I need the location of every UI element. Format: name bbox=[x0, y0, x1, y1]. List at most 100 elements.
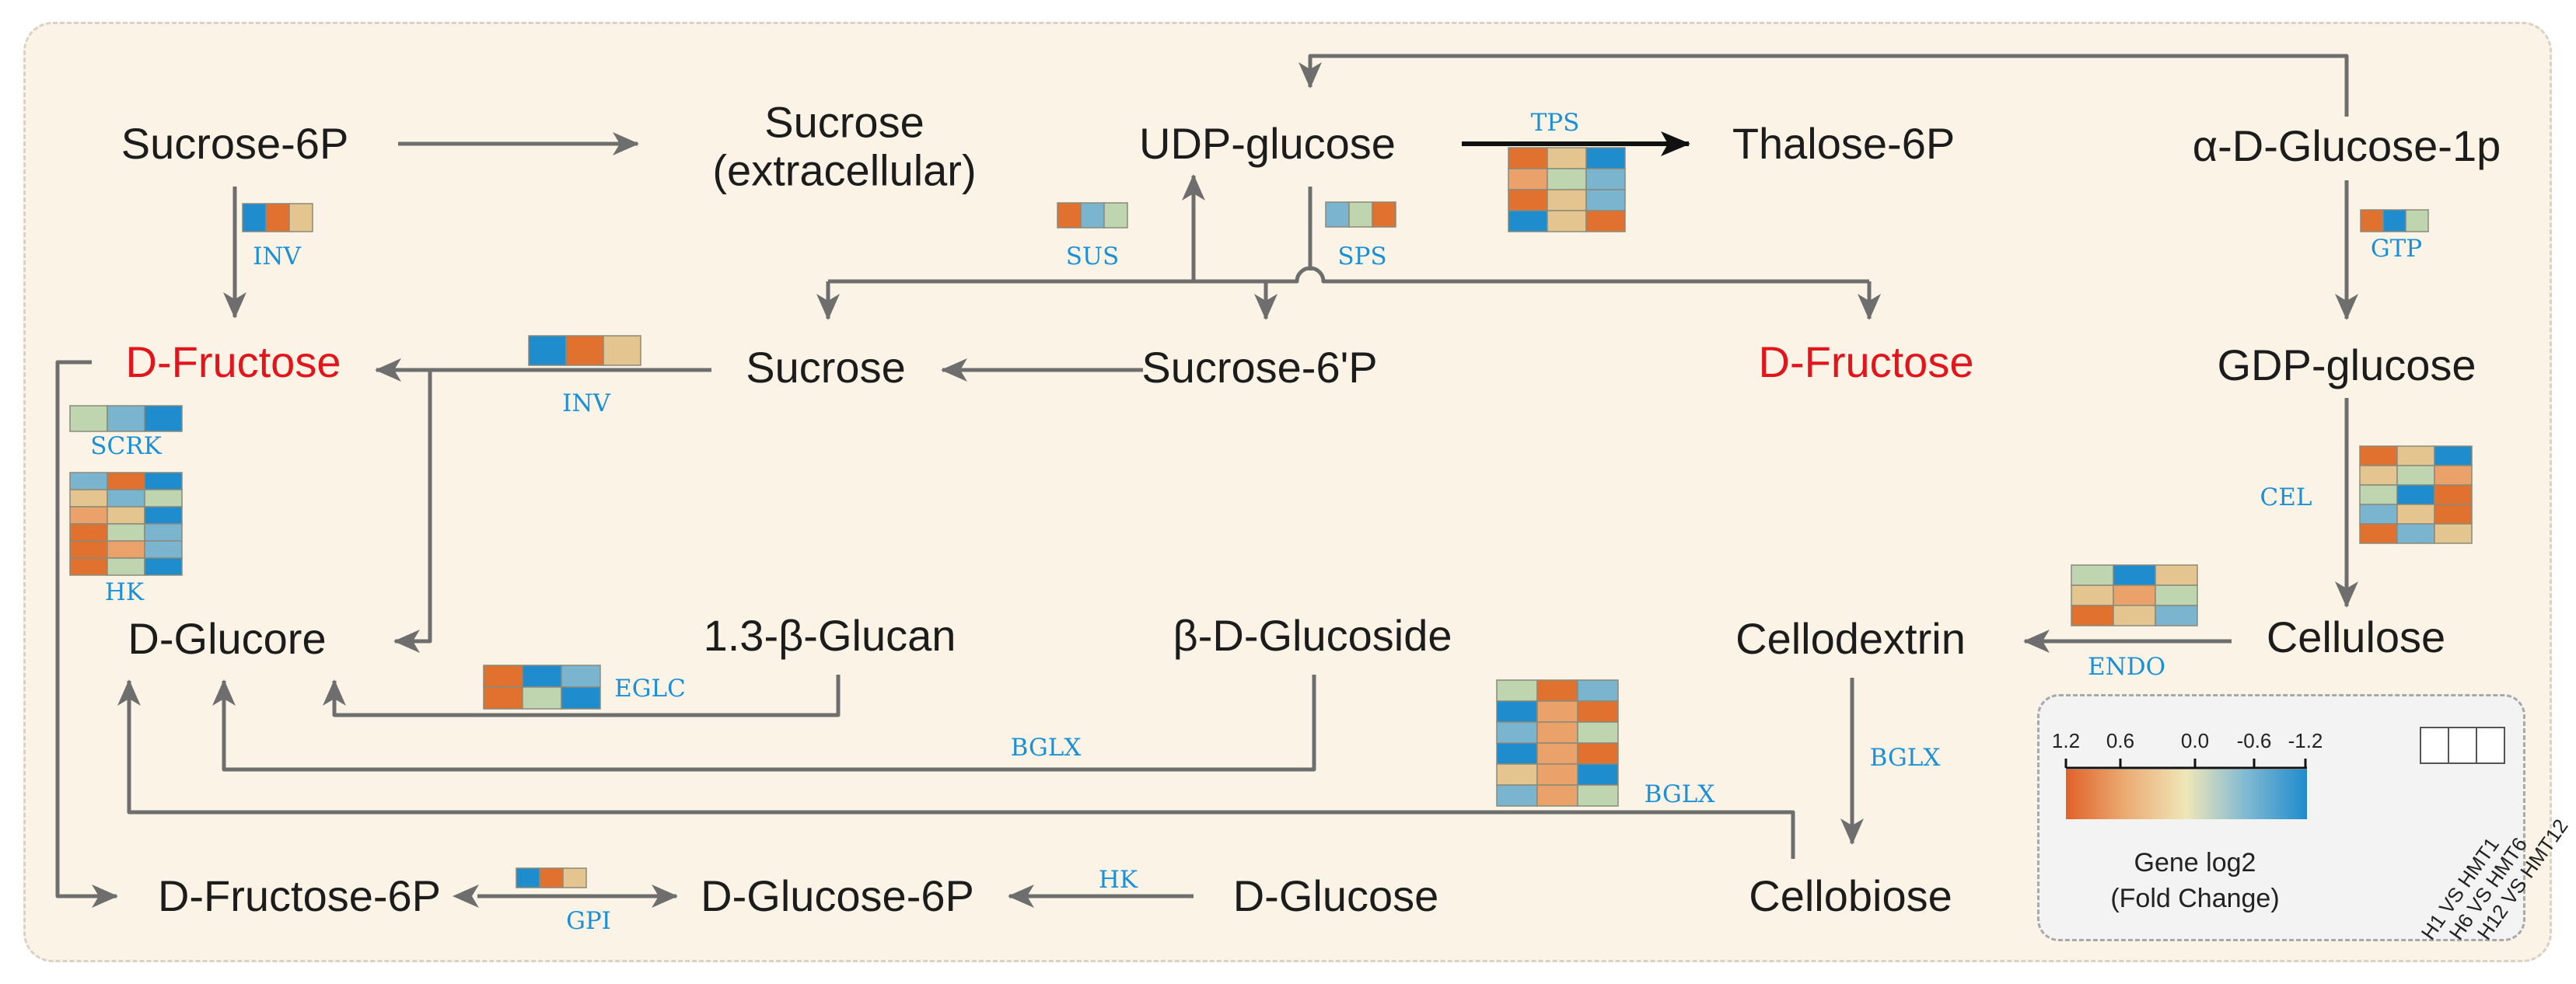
enzyme-label-gpi: GPI bbox=[566, 907, 611, 935]
legend-tick-2: 0.6 bbox=[2106, 729, 2135, 752]
enzyme-label-endo: ENDO bbox=[2087, 653, 2166, 681]
heatmap-cell bbox=[2396, 523, 2435, 544]
heatmap-cell bbox=[1577, 679, 1619, 702]
heatmap-cell bbox=[2359, 445, 2398, 466]
heatmap-cell bbox=[2359, 523, 2398, 544]
node-thalose-6p: Thalose-6P bbox=[1732, 119, 1956, 169]
heatmap-cell bbox=[2396, 484, 2435, 505]
heatmap-cell bbox=[144, 540, 183, 559]
legend-tick-1: 1.2 bbox=[2051, 729, 2081, 752]
heatmap-cell bbox=[1508, 147, 1548, 169]
heatmap-cell bbox=[1508, 210, 1548, 232]
heatmap-cell bbox=[1496, 784, 1538, 807]
heatmap-cell bbox=[1103, 202, 1128, 229]
heatmap-tps bbox=[1508, 147, 1626, 232]
heatmap-cell bbox=[2113, 605, 2156, 626]
heatmap-cell bbox=[1536, 784, 1578, 807]
heatmap-cell bbox=[69, 506, 108, 525]
heatmap-cell bbox=[1585, 147, 1626, 169]
heatmap-cell bbox=[107, 489, 145, 508]
heatmap-cell bbox=[2071, 584, 2114, 606]
heatmap-cell bbox=[2434, 504, 2473, 525]
heatmap-cell bbox=[1577, 721, 1619, 744]
heatmap-cell bbox=[1057, 202, 1082, 229]
heatmap-cell bbox=[2359, 504, 2398, 525]
enzyme-label-sus: SUS bbox=[1065, 243, 1120, 270]
heatmap-cell bbox=[2382, 209, 2406, 232]
heatmap-cell bbox=[2396, 445, 2435, 466]
heatmap-cell bbox=[522, 686, 562, 710]
heatmap-cell bbox=[522, 665, 562, 688]
enzyme-label-bglx-right: BGLX bbox=[1869, 744, 1941, 772]
node-d-fructose-6p: D-Fructose-6P bbox=[157, 871, 442, 921]
arrow-dfructose-to-fructose6p bbox=[55, 360, 118, 908]
heatmap-cell bbox=[2434, 465, 2473, 486]
heatmap-cell bbox=[2113, 564, 2156, 586]
heatmap-cell bbox=[107, 523, 145, 542]
node-d-glucore: D-Glucore bbox=[128, 614, 327, 664]
heatmap-eglc bbox=[483, 665, 601, 710]
heatmap-cell bbox=[1547, 147, 1587, 169]
node-d-fructose-right: D-Fructose bbox=[1758, 337, 1974, 387]
heatmap-cell bbox=[1496, 721, 1538, 744]
heatmap-cell bbox=[2359, 465, 2398, 486]
heatmap-cell bbox=[1536, 742, 1578, 765]
node-sucrose: Sucrose bbox=[746, 343, 906, 393]
heatmap-cell bbox=[1585, 210, 1626, 232]
heatmap-cell bbox=[1547, 168, 1587, 190]
node-cellobiose: Cellobiose bbox=[1749, 871, 1952, 921]
heatmap-endo bbox=[2071, 564, 2198, 626]
heatmap-cell bbox=[2155, 605, 2198, 626]
heatmap-cell bbox=[1585, 189, 1626, 211]
legend-panel: 1.2 0.6 0.0 -0.6 -1.2 bbox=[2037, 694, 2573, 944]
legend-tick-3: 0.0 bbox=[2180, 729, 2210, 752]
heatmap-cell bbox=[1547, 210, 1587, 232]
node-cellodextrin: Cellodextrin bbox=[1735, 614, 1966, 664]
heatmap-cell bbox=[144, 489, 183, 508]
node-sucrose-extracellular-line2: (extracellular) bbox=[712, 145, 977, 194]
node-cellulose: Cellulose bbox=[2266, 612, 2446, 662]
enzyme-label-cel: CEL bbox=[2260, 483, 2312, 511]
node-sucrose-extracellular: Sucrose (extracellular) bbox=[712, 98, 976, 194]
heatmap-cell bbox=[69, 472, 108, 490]
heatmap-cell bbox=[2155, 584, 2198, 606]
heatmap-cell bbox=[107, 405, 145, 432]
heatmap-gpi bbox=[516, 867, 587, 888]
enzyme-label-gtp: GTP bbox=[2370, 235, 2423, 263]
heatmap-cell bbox=[1325, 201, 1350, 228]
heatmap-cell bbox=[483, 686, 523, 710]
heatmap-cell bbox=[1577, 784, 1619, 807]
heatmap-cell bbox=[565, 335, 604, 366]
legend-comparison-boxes bbox=[2420, 727, 2505, 764]
heatmap-cell bbox=[69, 405, 108, 432]
heatmap-sps bbox=[1325, 201, 1396, 228]
node-d-fructose-left: D-Fructose bbox=[125, 337, 341, 387]
heatmap-cell bbox=[1496, 742, 1538, 765]
heatmap-cell bbox=[144, 523, 183, 542]
enzyme-label-eglc: EGLC bbox=[614, 675, 686, 703]
heatmap-cell bbox=[1496, 679, 1538, 702]
heatmap-cell bbox=[144, 405, 183, 432]
legend-tick-5: -1.2 bbox=[2288, 729, 2323, 752]
heatmap-cell bbox=[539, 867, 564, 888]
arrow-glucoside-to-dglucore bbox=[212, 675, 1316, 772]
heatmap-sus bbox=[1057, 202, 1128, 229]
heatmap-cell bbox=[516, 867, 540, 888]
heatmap-cell bbox=[2155, 564, 2198, 586]
heatmap-cell bbox=[1536, 700, 1578, 723]
node-d-glucose: D-Glucose bbox=[1232, 871, 1439, 921]
legend-colorbar bbox=[2064, 759, 2307, 819]
heatmap-cell bbox=[1577, 700, 1619, 723]
enzyme-label-hk-upper: HK bbox=[104, 578, 145, 606]
enzyme-label-bglx-mid: BGLX bbox=[1010, 734, 1082, 762]
node-gdp-glucose: GDP-glucose bbox=[2217, 340, 2476, 390]
heatmap-cell bbox=[107, 506, 145, 525]
node-glucan: 1.3-β-Glucan bbox=[703, 611, 956, 661]
heatmap-gtp bbox=[2360, 209, 2429, 232]
heatmap-cell bbox=[561, 686, 601, 710]
legend-title-line2: (Fold Change) bbox=[2110, 883, 2280, 913]
heatmap-inv-top bbox=[242, 203, 313, 232]
heatmap-cell bbox=[2113, 584, 2156, 606]
